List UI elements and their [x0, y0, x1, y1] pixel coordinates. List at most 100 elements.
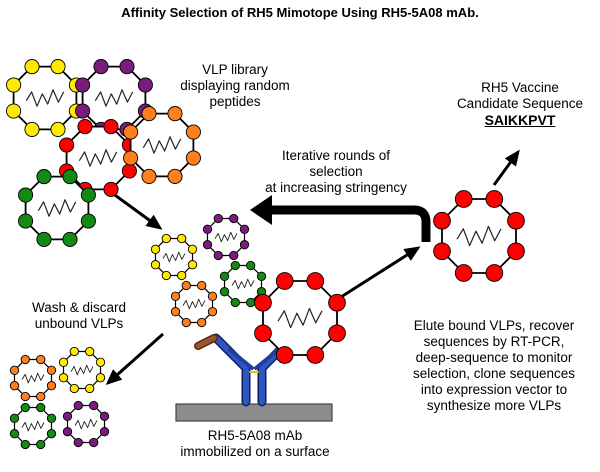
- arrow-wash-discard: [105, 332, 164, 385]
- peptide-bead: [9, 429, 20, 439]
- peptide-bead: [95, 373, 106, 383]
- peptide-bead: [62, 427, 73, 437]
- peptide-bead: [150, 260, 161, 270]
- peptide-bead: [187, 244, 198, 254]
- peptide-bead: [18, 187, 34, 203]
- vlp-particle: [59, 119, 137, 197]
- peptide-bead: [58, 357, 69, 367]
- mab-label-line: immobilized on a surface: [180, 444, 330, 459]
- peptide-bead: [50, 121, 66, 137]
- peptide-bead: [254, 293, 272, 312]
- peptide-bead: [80, 213, 96, 229]
- peptide-bead: [187, 260, 198, 270]
- library-label-line: displaying random: [180, 78, 290, 93]
- peptide-bead: [141, 106, 157, 122]
- iterative-label: Iterative rounds of selection at increas…: [236, 148, 436, 196]
- peptide-bead: [207, 307, 218, 317]
- peptide-bead: [89, 400, 99, 411]
- peptide-bead: [59, 137, 75, 153]
- peptide-bead: [170, 291, 181, 301]
- peptide-bead: [181, 280, 191, 291]
- peptide-bead: [95, 357, 106, 367]
- mab-label: RH5-5A08 mAb immobilized on a surface: [170, 428, 340, 460]
- peptide-bead: [18, 213, 34, 229]
- surface-slab: [175, 403, 333, 422]
- peptide-bead: [454, 190, 473, 208]
- peptide-bead: [6, 77, 22, 93]
- peptide-bead: [103, 181, 119, 197]
- peptide-bead: [170, 307, 181, 317]
- peptide-bead: [9, 381, 20, 391]
- arrow-to-candidate: [492, 149, 520, 186]
- peptide-bead: [20, 439, 30, 450]
- peptide-bead: [46, 429, 57, 439]
- wash-label-line: unbound VLPs: [34, 316, 124, 331]
- peptide-bead: [219, 271, 230, 281]
- peptide-bead: [62, 169, 78, 185]
- peptide-bead: [9, 365, 20, 375]
- peptide-bead: [103, 119, 119, 135]
- peptide-bead: [137, 77, 153, 93]
- peptide-bead: [75, 77, 91, 93]
- vlp-particle: [6, 59, 84, 137]
- candidate-sequence: SAIKKPVT: [484, 112, 556, 128]
- peptide-bead: [20, 402, 30, 413]
- elute-label-line: synthesize more VLPs: [426, 398, 562, 413]
- peptide-bead: [507, 211, 525, 230]
- peptide-bead: [121, 163, 137, 179]
- peptide-bead: [507, 242, 525, 261]
- peptide-bead: [213, 213, 223, 224]
- library-label-line: VLP library: [202, 62, 268, 77]
- peptide-bead: [197, 280, 207, 291]
- peptide-bead: [85, 346, 95, 357]
- peptide-bead: [73, 437, 83, 448]
- peptide-bead: [46, 381, 57, 391]
- peptide-bead: [433, 211, 451, 230]
- peptide-bead: [433, 242, 451, 261]
- peptide-bead: [69, 346, 79, 357]
- peptide-bead: [85, 383, 95, 394]
- peptide-bead: [36, 169, 52, 185]
- peptide-bead: [46, 413, 57, 423]
- elute-label-line: deep-sequence to monitor: [415, 350, 573, 365]
- peptide-bead: [62, 411, 73, 421]
- vlp-particle: [58, 346, 106, 394]
- peptide-bead: [275, 272, 294, 290]
- peptide-bead: [207, 291, 218, 301]
- vlp-particle: [202, 213, 250, 261]
- library-label: VLP library displaying random peptides: [160, 62, 310, 110]
- elute-label-line: Elute bound VLPs, recover: [413, 318, 575, 333]
- peptide-bead: [177, 270, 187, 281]
- wash-label: Wash & discard unbound VLPs: [14, 300, 144, 332]
- peptide-bead: [119, 59, 135, 75]
- peptide-bead: [213, 250, 223, 261]
- peptide-bead: [202, 240, 213, 250]
- peptide-bead: [58, 373, 69, 383]
- peptide-bead: [20, 391, 30, 402]
- antigen-left: [194, 334, 218, 350]
- iterative-label-line: Iterative rounds of: [281, 148, 391, 163]
- peptide-bead: [62, 231, 78, 247]
- vaccine-label-line: RH5 Vaccine: [481, 80, 559, 95]
- peptide-bead: [77, 119, 93, 135]
- iterative-label-line: selection: [309, 164, 363, 179]
- arrow-library-to-mab: [107, 188, 163, 230]
- peptide-bead: [50, 59, 66, 75]
- peptide-bead: [93, 59, 109, 75]
- vaccine-label: RH5 Vaccine Candidate Sequence SAIKKPVT: [445, 80, 595, 128]
- vlp-particle: [254, 272, 346, 364]
- peptide-bead: [73, 400, 83, 411]
- peptide-bead: [229, 250, 239, 261]
- peptide-bead: [20, 354, 30, 365]
- peptide-bead: [161, 233, 171, 244]
- peptide-bead: [167, 106, 183, 122]
- peptide-bead: [328, 293, 346, 312]
- peptide-bead: [185, 124, 201, 140]
- iterative-label-line: at increasing stringency: [265, 180, 407, 195]
- peptide-bead: [75, 103, 91, 119]
- antibody: [211, 333, 297, 407]
- elute-label: Elute bound VLPs, recover sequences by R…: [392, 318, 596, 414]
- vlp-particle: [170, 280, 218, 328]
- arrow-iterative-rounds: [250, 195, 431, 242]
- arrow-elute-bound: [329, 246, 421, 306]
